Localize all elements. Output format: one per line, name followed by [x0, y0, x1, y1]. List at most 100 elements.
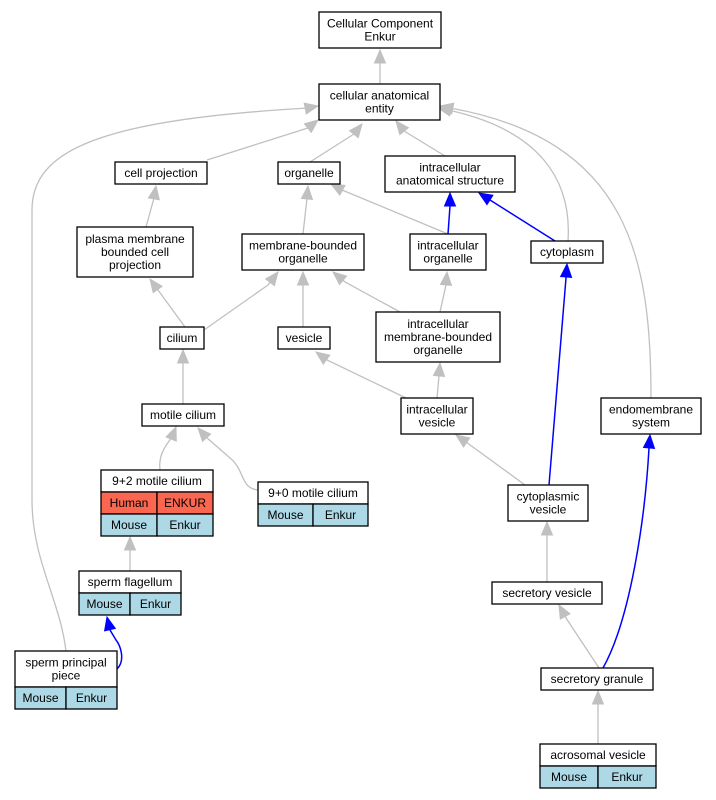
term-label: organelle: [278, 252, 328, 266]
edge-m92-to-motile-cilium-line: [159, 436, 173, 471]
edge-motile-cilium-to-cilium-arrowhead: [176, 348, 190, 364]
term-label: organelle: [423, 252, 473, 266]
edge-sv-to-cv: [540, 520, 554, 582]
term-node-cytoplasm[interactable]: cytoplasm: [530, 240, 604, 264]
edge-ias-to-cae-arrowhead: [395, 120, 410, 136]
edge-mbo-to-organelle-line: [302, 197, 308, 235]
edge-spp-to-sperm-flagellum-arrowhead: [103, 615, 117, 632]
edge-sg-to-sv: [558, 603, 600, 669]
edge-cell-projection-to-cae-line: [206, 127, 309, 161]
term-label: vesicle: [419, 416, 456, 430]
term-label: entity: [365, 102, 394, 116]
edge-mbo-to-organelle-arrowhead: [300, 184, 314, 200]
edge-iv-to-vesicle: [314, 351, 407, 399]
edge-av-to-sg: [591, 689, 605, 744]
edge-av-to-sg-arrowhead: [591, 689, 605, 705]
edge-cae-to-root-arrowhead: [373, 48, 387, 64]
term-label: intracellular: [406, 403, 467, 417]
edge-cell-projection-to-cae: [206, 119, 319, 161]
term-box: [277, 161, 341, 185]
edge-imbo-to-mbo-line: [342, 279, 401, 313]
gene-label: ENKUR: [164, 496, 206, 510]
edge-iv-to-vesicle-arrowhead: [314, 351, 331, 366]
term-node-motile-cilium[interactable]: motile cilium: [141, 403, 225, 427]
term-label: cellular anatomical: [330, 89, 429, 103]
term-label: endomembrane: [609, 403, 693, 417]
term-label: cytoplasmic: [517, 490, 580, 504]
term-box: [277, 326, 331, 350]
term-box: [409, 233, 487, 271]
term-box: [318, 83, 441, 121]
gene-cell: [156, 513, 214, 537]
edge-organelle-to-cae-arrowhead: [348, 123, 363, 139]
edge-cv-to-iv: [454, 434, 526, 486]
edge-m90-to-motile-cilium-line: [205, 436, 259, 491]
edge-sg-to-sv-line: [564, 616, 600, 669]
edge-cv-to-cytoplasm-arrowhead: [559, 262, 573, 278]
edge-iv-to-vesicle-line: [326, 359, 407, 399]
term-label: piece: [52, 669, 81, 683]
term-node-sg[interactable]: secretory granule: [540, 667, 654, 691]
edge-io-to-ias-line: [447, 205, 451, 235]
term-box: [76, 226, 194, 278]
term-box: [241, 233, 365, 271]
species-label: Mouse: [22, 691, 58, 705]
term-box: [530, 240, 604, 264]
term-label: acrosomal vesicle: [550, 748, 646, 762]
term-node-organelle[interactable]: organelle: [277, 161, 341, 185]
edge-ias-to-cae: [395, 120, 446, 157]
edge-vesicle-to-mbo: [296, 270, 310, 327]
term-box: [318, 11, 442, 49]
edge-m92-to-motile-cilium: [159, 425, 177, 471]
gene-cell: [312, 503, 369, 527]
edge-imbo-to-mbo-arrowhead: [332, 271, 348, 286]
term-box: [159, 326, 205, 350]
term-node-cell-projection[interactable]: cell projection: [114, 161, 208, 185]
edge-motile-cilium-to-cilium: [176, 348, 190, 404]
term-label: vesicle: [530, 503, 567, 517]
edge-spp-to-sperm-flagellum: [103, 615, 123, 670]
edge-imbo-to-io: [439, 270, 453, 313]
edge-io-to-ias-arrowhead: [443, 191, 457, 207]
edge-organelle-to-cae-line: [309, 132, 356, 163]
edge-m90-to-motile-cilium: [197, 427, 259, 491]
term-label: cell projection: [124, 166, 197, 180]
edge-pmbcp-to-cell-projection: [145, 184, 160, 228]
term-box: [491, 581, 603, 605]
edge-sg-to-endomembrane-arrowhead: [642, 433, 656, 449]
edge-endomembrane-to-cae: [438, 102, 652, 399]
edge-cilium-to-mbo: [203, 270, 279, 331]
edge-cilium-to-pmbcp-arrowhead: [149, 277, 164, 294]
gene-cell: [65, 686, 118, 710]
term-box: [375, 311, 501, 363]
term-node-vesicle[interactable]: vesicle: [277, 326, 331, 350]
term-node-sv[interactable]: secretory vesicle: [491, 581, 603, 605]
gene-label: Enkur: [611, 770, 642, 784]
gene-cell: [129, 592, 182, 616]
term-label: organelle: [413, 343, 463, 357]
term-label: sperm flagellum: [88, 575, 173, 589]
term-node-cilium[interactable]: cilium: [159, 326, 205, 350]
term-label: membrane-bounded: [249, 239, 357, 253]
edge-imbo-to-mbo: [332, 271, 401, 313]
edge-cv-to-cytoplasm-line: [548, 276, 567, 486]
term-label: cilium: [167, 331, 198, 345]
